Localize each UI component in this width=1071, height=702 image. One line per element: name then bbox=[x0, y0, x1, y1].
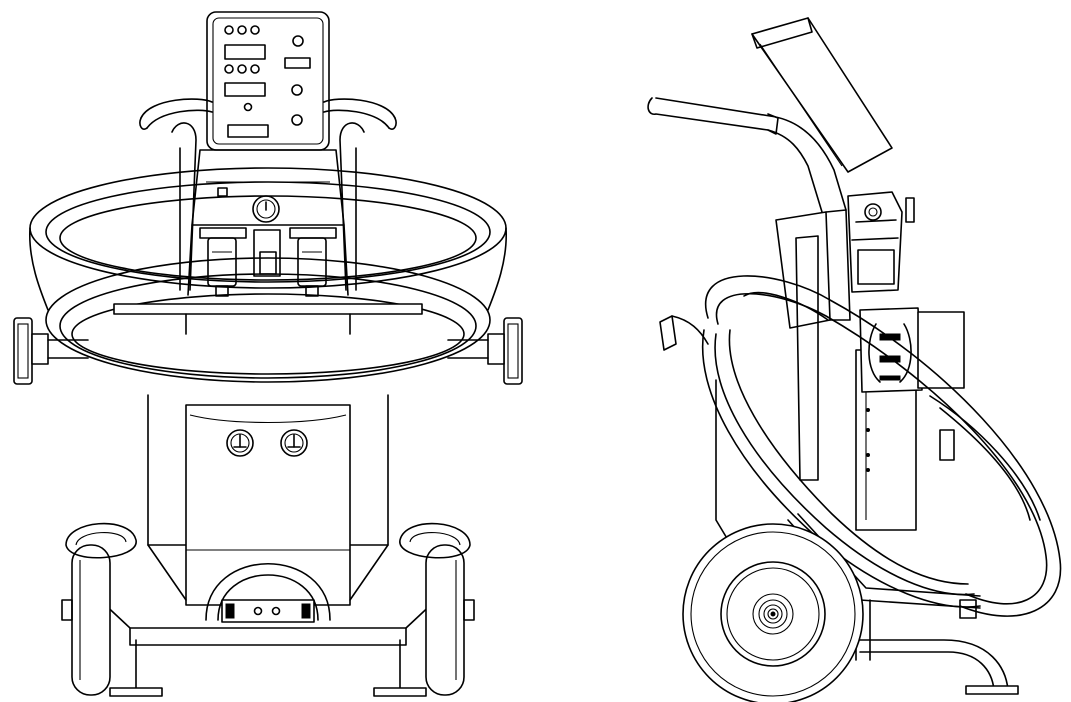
base-frame bbox=[99, 544, 437, 697]
control-panel bbox=[206, 11, 330, 151]
control-panel-side bbox=[751, 17, 893, 173]
handle-side bbox=[647, 97, 847, 213]
pump-cabinet bbox=[147, 394, 389, 623]
hose-coil-side bbox=[659, 275, 1062, 617]
side-view bbox=[647, 17, 1062, 702]
pressure-gauge-left bbox=[226, 429, 254, 457]
pump-side bbox=[859, 307, 965, 393]
pressure-gauge-right bbox=[280, 429, 308, 457]
front-view bbox=[13, 11, 523, 697]
motor-assembly bbox=[847, 191, 915, 293]
wheel-side bbox=[682, 523, 864, 702]
wheel-right bbox=[399, 522, 475, 696]
wheel-left bbox=[61, 522, 137, 696]
hose-coil-front bbox=[13, 167, 523, 385]
